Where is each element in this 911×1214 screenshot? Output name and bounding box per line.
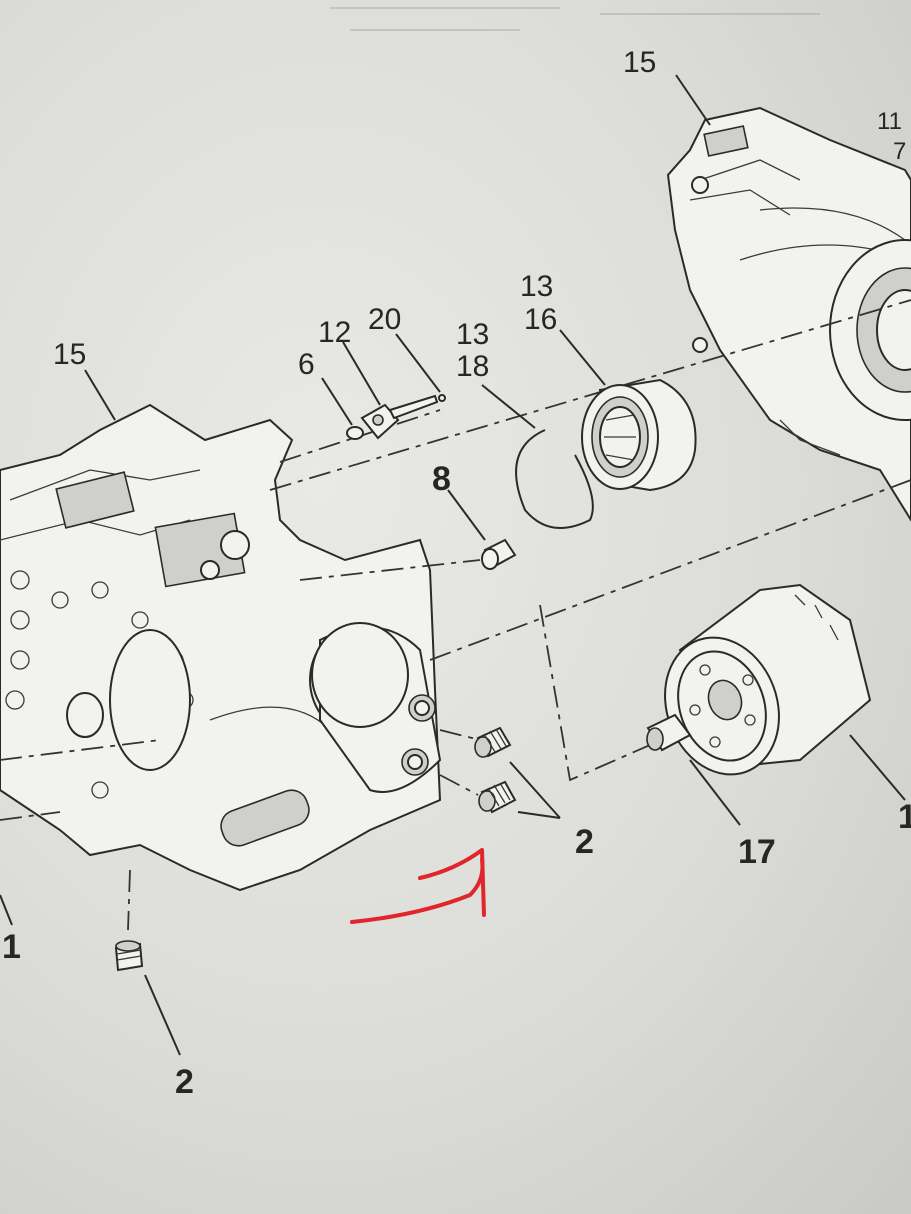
callout-17: 17 (738, 833, 776, 871)
pipe-plug-lower (478, 780, 517, 814)
callout-1-edge: 1 (898, 798, 911, 836)
oil-filter (664, 583, 872, 776)
callout-2-bottom: 2 (175, 1063, 194, 1101)
red-annotation-arrow (350, 848, 486, 924)
callout-1: 1 (2, 928, 21, 966)
filter-nipple (646, 713, 692, 752)
bleed-through-text (330, 7, 820, 31)
crankcase-left-half (0, 403, 442, 892)
callout-20: 20 (368, 303, 402, 336)
pipe-plug-bottom (114, 940, 144, 972)
callout-7: 7 (893, 138, 907, 165)
leader-lines (0, 74, 906, 1056)
pipe-plug-upper (474, 726, 512, 758)
callout-16: 16 (524, 303, 558, 336)
callout-13-a: 13 (456, 318, 490, 351)
callout-11: 11 (877, 108, 902, 135)
callout-6: 6 (298, 348, 315, 381)
callout-15-left: 15 (53, 338, 87, 371)
crankcase-right-half (666, 106, 911, 522)
oil-fitting-assembly (346, 394, 446, 440)
callout-8: 8 (432, 460, 451, 498)
retaining-ring (515, 429, 594, 529)
callout-2-right: 2 (575, 823, 594, 861)
callout-13-b: 13 (520, 270, 554, 303)
callout-15-top: 15 (623, 46, 657, 79)
callout-18: 18 (456, 350, 490, 383)
roller-bearing (581, 378, 697, 492)
callout-12: 12 (318, 316, 352, 349)
dowel-pin (481, 538, 517, 570)
